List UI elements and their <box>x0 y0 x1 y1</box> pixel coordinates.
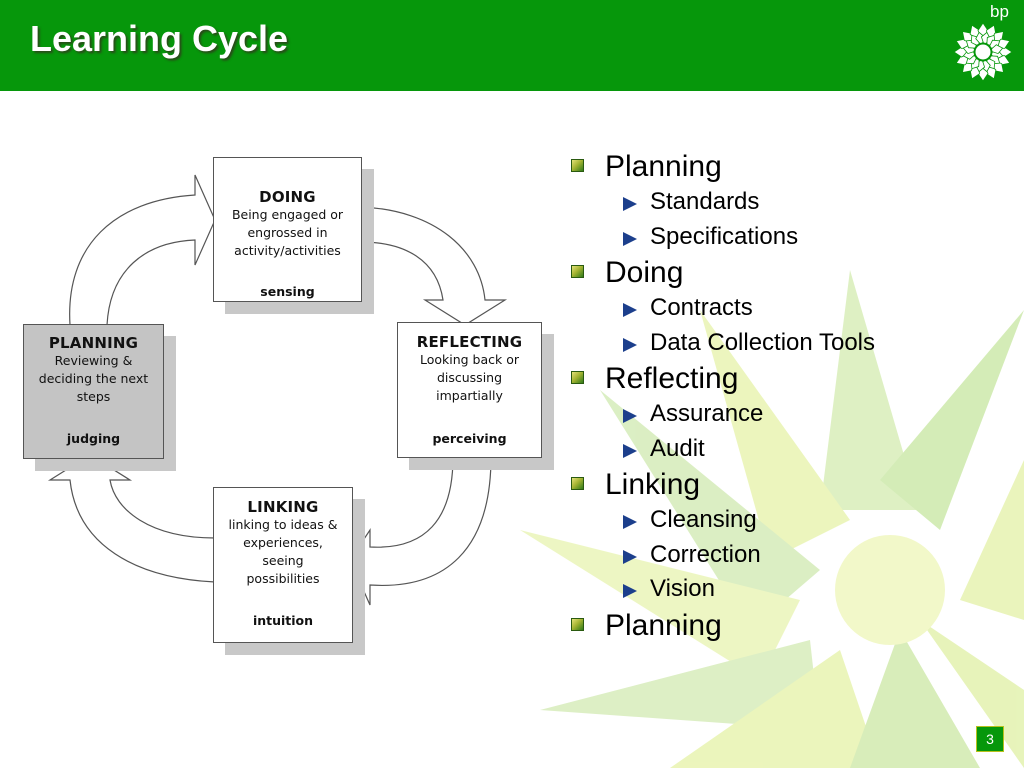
bullet-list: Planning Standards Specifications Doing … <box>570 148 1010 644</box>
arrow-reflecting-to-linking <box>349 456 492 606</box>
sub-bullet-item: Audit <box>570 432 1010 467</box>
linking-line-4: possibilities <box>246 571 320 586</box>
reflecting-line-3: impartially <box>436 388 503 403</box>
green-square-bullet-icon <box>571 159 584 172</box>
linking-title: LINKING <box>247 498 319 516</box>
doing-line-2: engrossed in <box>247 225 328 240</box>
arrow-planning-to-doing <box>69 174 216 326</box>
sub-bullet-text: Assurance <box>650 400 764 427</box>
sub-bullet-text: Data Collection Tools <box>650 328 876 356</box>
linking-line-2: experiences, <box>243 535 323 550</box>
brand-wordmark: bp <box>990 2 1009 21</box>
arrow-doing-to-reflecting <box>360 206 508 326</box>
page-number-badge: 3 <box>976 726 1004 752</box>
planning-line-3: steps <box>76 389 111 404</box>
green-square-bullet-icon <box>571 477 584 490</box>
sub-bullet-item: Contracts <box>570 291 1010 326</box>
reflecting-keyword: perceiving <box>432 431 507 446</box>
blue-triangle-bullet-icon <box>623 231 637 246</box>
bullet-item: Planning <box>570 607 1010 644</box>
blue-triangle-bullet-icon <box>623 337 637 352</box>
green-square-bullet-icon <box>571 371 584 384</box>
reflecting-line-2: discussing <box>436 370 503 385</box>
planning-keyword: judging <box>66 431 121 446</box>
arrow-linking-to-planning <box>47 454 216 583</box>
slide-title: Learning Cycle <box>30 18 289 59</box>
sub-bullet-text: Standards <box>650 188 760 215</box>
sub-bullet-text: Audit <box>650 434 705 462</box>
doing-box: DOING Being engaged or engrossed in acti… <box>213 157 362 302</box>
bullet-text: Planning <box>605 608 722 642</box>
reflecting-line-1: Looking back or <box>419 352 520 367</box>
planning-title: PLANNING <box>48 334 139 352</box>
title-bar: Learning Cycle bp <box>0 0 1024 91</box>
cycle-arrows <box>47 174 508 606</box>
reflecting-box: REFLECTING Looking back or discussing im… <box>397 322 542 458</box>
blue-triangle-bullet-icon <box>623 584 637 598</box>
logo-petal <box>991 44 1004 55</box>
sub-bullet-item: Cleansing <box>570 503 1010 538</box>
sub-bullet-item: Assurance <box>570 397 1010 432</box>
bullet-item: Reflecting <box>570 360 1010 397</box>
blue-triangle-bullet-icon <box>623 409 637 423</box>
sub-bullet-text: Vision <box>650 575 715 602</box>
green-square-bullet-icon <box>571 617 584 631</box>
bullet-item: Planning <box>570 148 1010 185</box>
blue-triangle-bullet-icon <box>623 515 637 529</box>
sub-bullet-item: Standards <box>570 185 1010 220</box>
doing-line-1: Being engaged or <box>231 207 344 222</box>
bullet-text: Doing <box>605 256 684 289</box>
reflecting-title: REFLECTING <box>416 333 523 351</box>
sub-bullet-text: Cleansing <box>650 506 757 533</box>
sub-bullet-item: Vision <box>570 572 1010 607</box>
bp-helios-flower-icon <box>953 22 1013 82</box>
bullet-text: Planning <box>605 150 722 183</box>
sub-bullet-item: Data Collection Tools <box>570 326 1010 361</box>
sub-bullet-item: Correction <box>570 538 1010 573</box>
doing-line-3: activity/activities <box>234 243 341 258</box>
linking-keyword: intuition <box>252 613 314 628</box>
blue-triangle-bullet-icon <box>623 443 637 458</box>
sub-bullet-text: Specifications <box>650 222 799 250</box>
bullet-item: Linking <box>570 466 1010 503</box>
logo-center <box>974 43 992 61</box>
sub-bullet-item: Specifications <box>570 220 1010 255</box>
learning-cycle-diagram: DOING Being engaged or engrossed in acti… <box>15 150 565 660</box>
sub-bullet-text: Contracts <box>650 294 753 321</box>
blue-triangle-bullet-icon <box>623 197 637 211</box>
doing-keyword: sensing <box>260 284 315 299</box>
planning-line-2: deciding the next <box>38 371 149 386</box>
blue-triangle-bullet-icon <box>623 549 637 564</box>
green-square-bullet-icon <box>571 265 584 278</box>
linking-line-1: linking to ideas & <box>228 517 338 532</box>
linking-box: LINKING linking to ideas & experiences, … <box>213 487 353 643</box>
blue-triangle-bullet-icon <box>623 303 637 317</box>
bullet-text: Linking <box>605 468 701 501</box>
linking-line-3: seeing <box>262 553 304 568</box>
sub-bullet-text: Correction <box>650 540 761 568</box>
bullet-item: Doing <box>570 254 1010 291</box>
planning-line-1: Reviewing & <box>54 353 133 368</box>
doing-title: DOING <box>259 188 316 206</box>
planning-box: PLANNING Reviewing & deciding the next s… <box>23 324 164 459</box>
bullet-text: Reflecting <box>605 362 739 395</box>
